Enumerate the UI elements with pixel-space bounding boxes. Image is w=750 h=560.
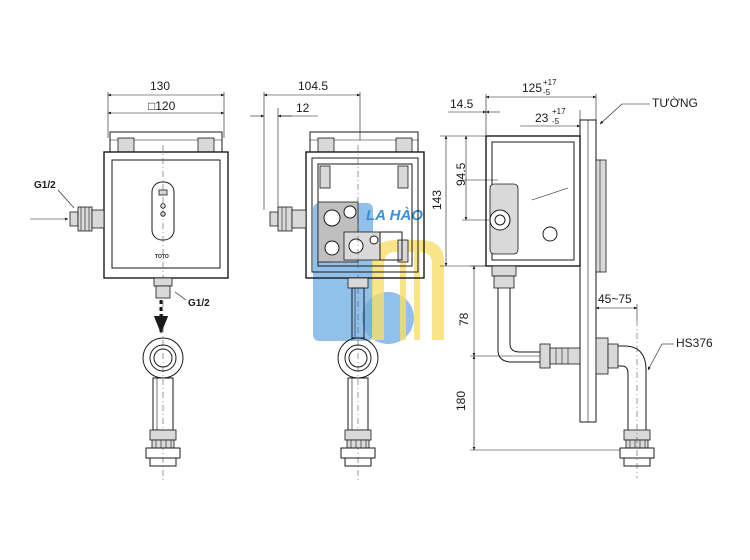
dim-side-recess-tol-lower: -5 [552,117,560,126]
brand-mark: TOTO [155,254,169,260]
dim-side-recess-tol-upper: +17 [552,107,566,116]
front-view: 130 □120 TOTO G1/2 G1/2 [30,79,229,480]
dim-side-bottom: 180 [454,391,468,411]
inlet-label: G1/2 [34,180,56,191]
dim-side-height: 143 [430,190,444,210]
flush-pipe-label: HS376 [676,336,713,350]
watermark-text: LA HÀO [366,207,423,224]
dim-side-inlet-height: 94.5 [454,162,468,186]
dim-front-inner: □120 [148,99,176,113]
dim-side-drop: 78 [457,312,471,326]
dim-front-width: 130 [150,79,170,93]
dim-side-recess: 23 [535,111,549,125]
dim-open-depth: 104.5 [298,79,328,93]
dim-side-total-tol-upper: +17 [543,78,557,87]
wall-label: TƯỜNG [652,95,698,110]
dim-side-wall: 14.5 [450,97,474,111]
dim-side-total-tol-lower: -5 [543,88,551,97]
outlet-label: G1/2 [188,298,210,309]
dim-side-total: 125 [522,81,542,95]
open-view: 104.5 12 [250,79,425,480]
dim-open-offset: 12 [296,101,310,115]
dim-side-projection: 45~75 [598,292,632,306]
side-view: 125 +17 -5 14.5 23 +17 -5 TƯỜNG 143 94.5 [430,78,713,478]
